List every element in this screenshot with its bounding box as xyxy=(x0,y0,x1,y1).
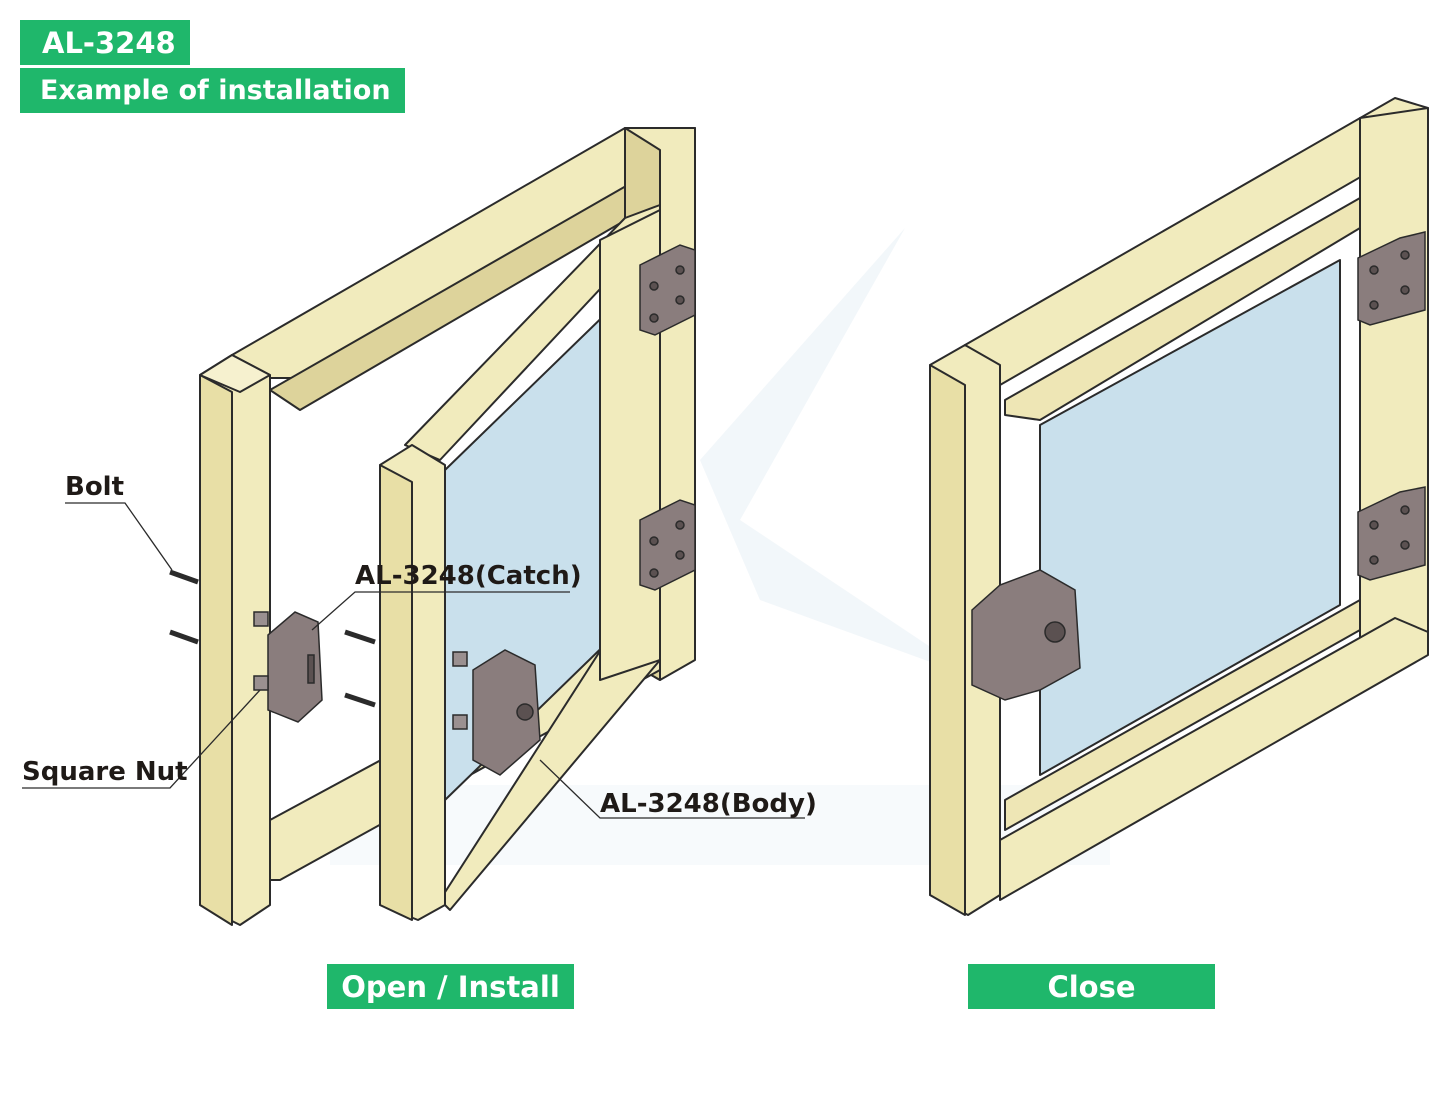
catch-label: AL-3248(Catch) xyxy=(355,561,582,591)
latch-closed xyxy=(971,569,1081,701)
closed-frame xyxy=(929,97,1429,916)
body-part xyxy=(472,649,541,776)
product-code-tag: AL-3248 xyxy=(20,20,190,65)
hinge-top-left xyxy=(639,244,696,336)
hinge-top-right xyxy=(1357,231,1426,326)
bolt-label: Bolt xyxy=(65,472,125,502)
catch-part xyxy=(267,611,323,723)
leader-lines xyxy=(22,502,805,819)
body-label: AL-3248(Body) xyxy=(600,789,817,819)
bolts xyxy=(169,569,376,708)
example-title-tag: Example of installation xyxy=(20,68,405,113)
square-nuts xyxy=(253,611,468,730)
square-nut-label: Square Nut xyxy=(22,757,188,787)
close-caption: Close xyxy=(968,964,1215,1009)
hinge-bottom-right xyxy=(1357,486,1426,581)
open-install-caption: Open / Install xyxy=(327,964,574,1009)
hinge-bottom-left xyxy=(639,499,696,591)
